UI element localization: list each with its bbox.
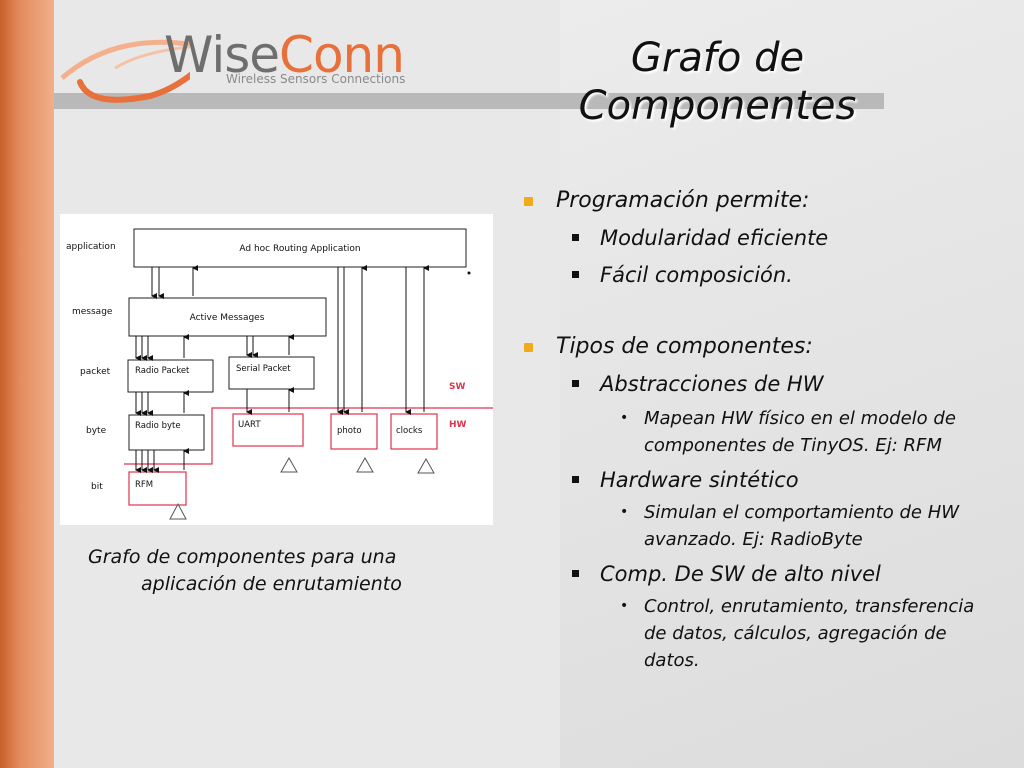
level-bit: bit xyxy=(91,482,103,492)
label-radio-byte: Radio byte xyxy=(135,421,181,431)
level-packet: packet xyxy=(80,367,111,377)
bullet-text: Tipos de componentes: xyxy=(556,334,813,359)
bullet-text: Mapean HW físico en el modelo de compone… xyxy=(644,408,956,456)
title-line-1: Grafo de xyxy=(630,35,805,81)
box-clocks xyxy=(390,413,438,450)
bullet-text: Programación permite: xyxy=(556,188,810,213)
level-application: application xyxy=(66,242,116,252)
box-uart xyxy=(232,413,304,447)
box-photo xyxy=(330,413,378,450)
logo-tagline: Wireless Sensors Connections xyxy=(226,72,406,86)
bullet-text: Control, enrutamiento, transferencia de … xyxy=(644,596,975,671)
hardware-triangles xyxy=(169,456,435,520)
sw-hw-boundary xyxy=(124,407,493,465)
label-photo: photo xyxy=(337,426,362,436)
logo-swoosh-icon xyxy=(60,39,190,103)
logo-wordmark: WiseConn xyxy=(164,26,405,84)
bullet-comp-sw: Comp. De SW de alto nivel xyxy=(520,559,1000,589)
square-bullet-icon xyxy=(572,570,579,577)
stray-dot xyxy=(467,271,471,275)
component-graph-figure: application message packet byte bit Ad h… xyxy=(60,214,493,525)
wiseconn-logo: WiseConn Wireless Sensors Connections xyxy=(60,18,460,108)
bullet-hardware-sintetico: Hardware sintético xyxy=(520,465,1000,495)
box-radio-packet xyxy=(127,359,214,393)
orange-square-bullet-icon xyxy=(524,343,533,352)
bullet-facil: Fácil composición. xyxy=(520,260,1000,290)
level-message: message xyxy=(72,307,113,317)
bullet-text: Comp. De SW de alto nivel xyxy=(600,562,881,586)
bullet-list: Programación permite: Modularidad eficie… xyxy=(520,186,1000,674)
bullet-abstracciones-desc: • Mapean HW físico en el modelo de compo… xyxy=(520,405,1000,459)
bullet-text: Abstracciones de HW xyxy=(600,372,824,396)
graph-arrows xyxy=(135,265,429,473)
bullet-hardware-sintetico-desc: • Simulan el comportamiento de HW avanza… xyxy=(520,499,1000,553)
left-decorative-bar xyxy=(0,0,54,768)
figure-caption: Grafo de componentes para una aplicación… xyxy=(88,544,508,598)
box-radio-byte xyxy=(128,414,205,451)
bullet-comp-sw-desc: • Control, enrutamiento, transferencia d… xyxy=(520,593,1000,674)
label-sw: SW xyxy=(449,382,465,392)
dot-bullet-icon: • xyxy=(620,598,629,614)
bullet-text: Simulan el comportamiento de HW avanzado… xyxy=(644,502,960,550)
label-clocks: clocks xyxy=(396,426,423,436)
square-bullet-icon xyxy=(572,476,579,483)
square-bullet-icon xyxy=(572,271,579,278)
label-uart: UART xyxy=(238,420,261,430)
bullet-programacion: Programación permite: xyxy=(520,186,1000,216)
dot-bullet-icon: • xyxy=(620,504,629,520)
box-app xyxy=(133,228,467,268)
square-bullet-icon xyxy=(572,380,579,387)
background-right xyxy=(560,0,1024,768)
bullet-abstracciones: Abstracciones de HW xyxy=(520,369,1000,399)
label-am: Active Messages xyxy=(190,313,265,323)
title-line-2: Componentes xyxy=(578,83,857,129)
bullet-modularidad: Modularidad eficiente xyxy=(520,223,1000,253)
slide-title: Grafo de Componentes xyxy=(540,34,895,130)
component-graph-diagram: application message packet byte bit Ad h… xyxy=(66,228,493,520)
label-radio-packet: Radio Packet xyxy=(135,366,190,376)
label-rfm: RFM xyxy=(135,480,153,490)
box-rfm xyxy=(128,471,187,506)
bullet-text: Hardware sintético xyxy=(600,468,799,492)
label-app: Ad hoc Routing Application xyxy=(239,244,360,254)
label-serial-packet: Serial Packet xyxy=(236,364,291,374)
orange-square-bullet-icon xyxy=(524,197,533,206)
square-bullet-icon xyxy=(572,234,579,241)
caption-line-1: Grafo de componentes para una xyxy=(88,546,397,568)
caption-line-2: aplicación de enrutamiento xyxy=(141,573,402,595)
bullet-text: Fácil composición. xyxy=(600,263,793,287)
dot-bullet-icon: • xyxy=(620,410,629,426)
bullet-text: Modularidad eficiente xyxy=(600,226,829,250)
label-hw: HW xyxy=(449,420,467,430)
box-active-messages xyxy=(128,297,327,337)
level-byte: byte xyxy=(86,426,107,436)
box-serial-packet xyxy=(228,356,315,390)
bullet-tipos: Tipos de componentes: xyxy=(520,332,1000,362)
header-divider-bar xyxy=(54,93,884,109)
